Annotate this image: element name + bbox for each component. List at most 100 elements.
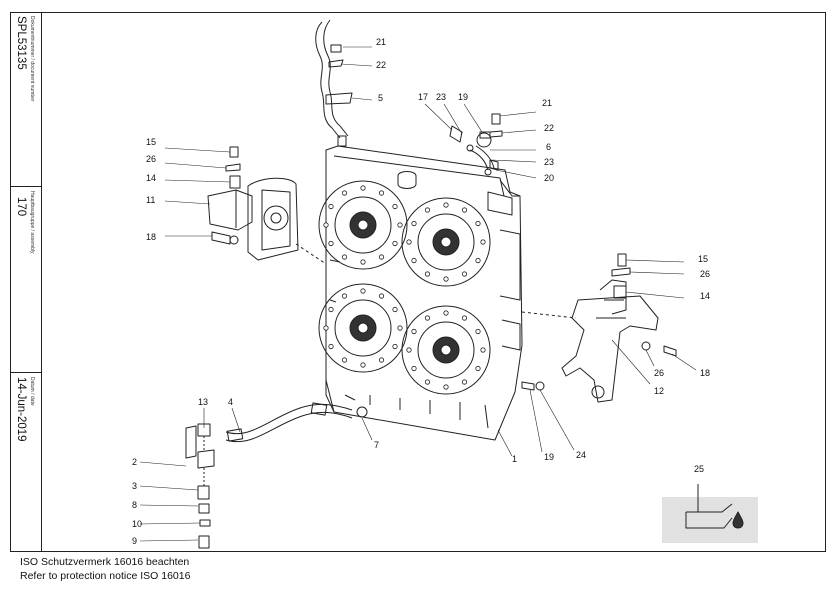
left-pump [207, 146, 327, 265]
callout: 1 [512, 454, 517, 464]
callout: 18 [700, 368, 710, 378]
flange-bolt-holes [323, 185, 486, 390]
upper-pipe [315, 19, 353, 147]
callout: 8 [132, 500, 137, 510]
callout: 6 [546, 142, 551, 152]
callout: 21 [376, 37, 386, 47]
bolt-hole [360, 288, 366, 294]
bolt-hole [360, 185, 366, 191]
bolt-hole [341, 293, 348, 299]
bolt-hole [328, 240, 334, 247]
flange-lower-left [318, 283, 408, 373]
callout: 23 [436, 92, 446, 102]
bolt-hole [328, 343, 334, 350]
bolt-hole [341, 357, 348, 363]
bolt-hole [323, 222, 329, 228]
bolt-hole [378, 293, 385, 299]
bolt-hole [424, 207, 431, 213]
right-bracket [521, 253, 677, 403]
callout: 21 [542, 98, 552, 108]
callout-numbers: 21 22 5 17 23 19 21 22 6 23 20 15 26 14 … [132, 37, 710, 546]
bolt-hole [378, 190, 385, 196]
callout: 18 [146, 232, 156, 242]
callout: 13 [198, 397, 208, 407]
top-right-fittings [449, 113, 503, 176]
callout: 15 [146, 137, 156, 147]
flange-upper-left [318, 180, 408, 270]
bolt-hole [475, 220, 481, 227]
bolt-hole [411, 365, 417, 372]
bolt-hole [475, 328, 481, 335]
bolt-hole [341, 190, 348, 196]
document-number-cell: Dokumentnummer / document number SPL5313… [10, 12, 42, 187]
callout: 3 [132, 481, 137, 491]
bolt-hole [443, 202, 449, 208]
bolt-hole [360, 259, 366, 265]
callout: 26 [146, 154, 156, 164]
protection-notice-de: ISO Schutzvermerk 16016 beachten [20, 556, 190, 568]
bolt-hole [328, 306, 334, 313]
protection-notice-en: Refer to protection notice ISO 16016 [20, 570, 191, 582]
bolt-hole [480, 347, 486, 353]
bolt-hole [480, 239, 486, 245]
callout: 19 [458, 92, 468, 102]
bolt-hole [360, 362, 366, 368]
bolt-hole [461, 207, 468, 213]
bolt-hole [341, 254, 348, 260]
bolt-hole [411, 328, 417, 335]
title-block: Dokumentnummer / document number SPL5313… [10, 12, 42, 552]
callout: 4 [228, 397, 233, 407]
callout: 26 [700, 269, 710, 279]
bolt-hole [424, 379, 431, 385]
bolt-hole [406, 347, 412, 353]
bolt-hole [461, 379, 468, 385]
callout: 9 [132, 536, 137, 546]
bolt-hole [392, 203, 398, 210]
bolt-hole [378, 254, 385, 260]
bolt-hole [411, 220, 417, 227]
callout: 22 [544, 123, 554, 133]
lower-bolts [521, 381, 545, 391]
callout: 10 [132, 519, 142, 529]
bolt-hole [411, 257, 417, 264]
main-housing [325, 145, 523, 441]
hose-assembly [185, 402, 368, 549]
bolt-hole [406, 239, 412, 245]
bolt-hole [475, 257, 481, 264]
bolt-hole [378, 357, 385, 363]
oil-level-symbol [662, 484, 758, 543]
bolt-hole [392, 306, 398, 313]
leader-lines [139, 46, 697, 542]
callout: 14 [146, 173, 156, 183]
bolt-hole [397, 325, 403, 331]
bolt-hole [443, 384, 449, 390]
bolt-hole [443, 310, 449, 316]
bolt-hole [397, 222, 403, 228]
callout: 20 [544, 173, 554, 183]
drawing-frame [10, 12, 826, 552]
callout: 22 [376, 60, 386, 70]
flange-upper-right [401, 197, 491, 287]
callout: 7 [374, 440, 379, 450]
bolt-hole [443, 276, 449, 282]
bolt-hole [323, 325, 329, 331]
bolt-hole [461, 315, 468, 321]
bolt-hole [392, 240, 398, 247]
callout: 11 [146, 195, 155, 205]
callout: 2 [132, 457, 137, 467]
assembly-cell: Hauptbaugruppe / assembly 170 [10, 187, 42, 373]
callout: 23 [544, 157, 554, 167]
bolt-hole [424, 271, 431, 277]
callout: 24 [576, 450, 586, 460]
callout: 26 [654, 368, 664, 378]
callout: 25 [694, 464, 704, 474]
callout: 17 [418, 92, 428, 102]
bolt-hole [392, 343, 398, 350]
callout: 12 [654, 386, 664, 396]
callout: 19 [544, 452, 554, 462]
bolt-hole [328, 203, 334, 210]
bolt-hole [475, 365, 481, 372]
callout: 14 [700, 291, 710, 301]
callout: 15 [698, 254, 708, 264]
